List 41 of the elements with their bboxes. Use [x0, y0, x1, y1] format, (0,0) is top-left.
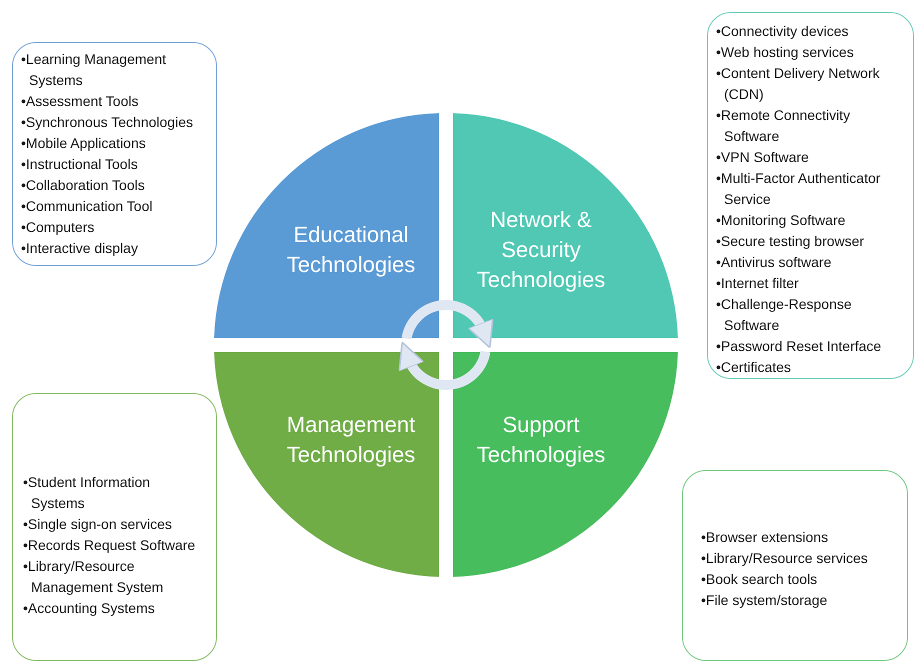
quadrant-title: Educational Technologies	[286, 221, 416, 279]
list-panel	[707, 12, 914, 379]
list-item: •Accounting Systems	[23, 599, 156, 618]
list-item: •Internet filter	[716, 274, 800, 293]
list-item: •Password Reset Interface	[716, 337, 882, 356]
list-item: •Library/Resource services	[701, 549, 869, 568]
list-panel	[12, 393, 217, 661]
list-item: •Library/Resource Management System	[23, 557, 164, 597]
list-item: •Browser extensions	[701, 528, 830, 547]
list-item: •Student Information Systems	[23, 473, 152, 513]
list-item: •Certificates	[716, 358, 792, 377]
cycle-arrow	[399, 342, 490, 390]
list-item: •Antivirus software	[716, 253, 832, 272]
list-item: •File system/storage	[701, 591, 828, 610]
list-item: •Learning Management Systems	[21, 50, 167, 90]
list-item: •Instructional Tools	[21, 155, 139, 174]
list-item: •Connectivity devices	[716, 22, 850, 41]
list-item: •Synchronous Technologies	[21, 113, 194, 132]
list-item: •VPN Software	[716, 148, 810, 167]
list-panel	[12, 42, 217, 266]
list-item: •Web hosting services	[716, 43, 855, 62]
list-item: •Communication Tool	[21, 197, 154, 216]
list-item: •Multi-Factor Authenticator Service	[716, 169, 882, 209]
quadrant-title: Network & Security Technologies	[476, 206, 606, 294]
list-item: •Monitoring Software	[716, 211, 846, 230]
list-item: •Computers	[21, 218, 96, 237]
list-item: •Assessment Tools	[21, 92, 140, 111]
list-item: •Mobile Applications	[21, 134, 147, 153]
list-item: •Single sign-on services	[23, 515, 173, 534]
list-item: •Interactive display	[21, 239, 139, 258]
quadrant-title: Support Technologies	[476, 411, 606, 469]
quadrant-title: Management Technologies	[286, 411, 416, 469]
list-item: •Secure testing browser	[716, 232, 866, 251]
list-item: •Content Delivery Network (CDN)	[716, 64, 881, 104]
list-item: •Remote Connectivity Software	[716, 106, 852, 146]
list-item: •Book search tools	[701, 570, 818, 589]
cycle-arrow	[402, 300, 493, 348]
list-item: •Records Request Software	[23, 536, 196, 555]
list-item: •Challenge-Response Software	[716, 295, 853, 335]
list-item: •Collaboration Tools	[21, 176, 146, 195]
list-panel	[682, 470, 908, 661]
